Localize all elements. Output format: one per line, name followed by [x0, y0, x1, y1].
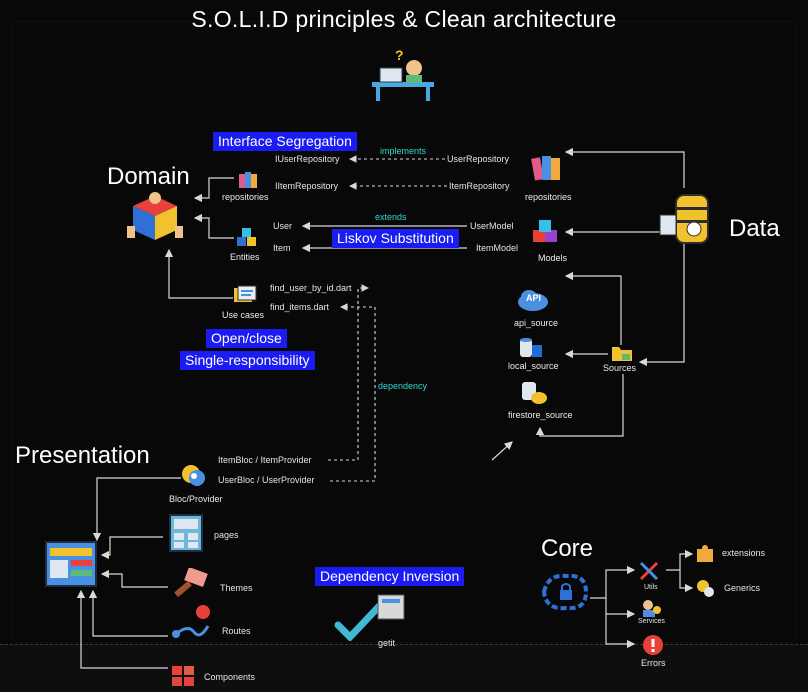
line-sources-firestore: [535, 374, 624, 437]
routes-label: Routes: [222, 626, 251, 636]
line-bloc-app: [92, 477, 181, 542]
line-routes-app: [88, 589, 168, 637]
developer-desk-icon: ?: [372, 47, 434, 101]
models-icon: [533, 220, 557, 242]
iuser-repository-label: IUserRepository: [275, 154, 340, 164]
line-itembloc-finduser: [328, 284, 370, 461]
relation-dependency: dependency: [378, 381, 428, 391]
item-repository-label: ItemRepository: [449, 181, 510, 191]
principle-open-close: Open/close: [206, 329, 287, 348]
line-domain-entities: [193, 213, 234, 239]
user-bloc-label: UserBloc / UserProvider: [218, 475, 315, 485]
line-utils-generics: [679, 570, 694, 593]
domain-layer-title: Domain: [107, 163, 190, 190]
routes-pin-icon: [172, 605, 210, 638]
app-screens-icon: [45, 541, 97, 587]
firestore-icon: [522, 382, 547, 404]
svg-text:?: ?: [395, 47, 404, 63]
use-cases-label: Use cases: [222, 310, 265, 320]
line-usecases-domain: [164, 248, 233, 299]
utils-label: Utils: [644, 584, 658, 591]
models-label: Models: [538, 253, 568, 263]
line-data-repositories: [564, 147, 685, 188]
user-model-label: UserModel: [470, 221, 514, 231]
domain-cube-icon: [127, 192, 183, 240]
presentation-layer-title: Presentation: [15, 442, 150, 469]
api-badge-text: API: [526, 293, 542, 303]
data-layer-title: Data: [729, 215, 780, 242]
pages-icon: [169, 514, 203, 552]
line-core-services: [605, 598, 636, 619]
bloc-provider-label: Bloc/Provider: [169, 494, 223, 504]
generics-label: Generics: [724, 583, 761, 593]
use-cases-icon: [234, 285, 257, 302]
line-core-errors: [605, 614, 636, 649]
domain-repositories-icon: [239, 172, 257, 188]
user-entity-label: User: [273, 221, 293, 231]
entities-icon: [237, 228, 256, 246]
line-sources-api: [564, 271, 622, 345]
domain-repositories-label: repositories: [222, 192, 269, 202]
line-domain-repositories: [193, 177, 234, 203]
core-layer-title: Core: [541, 535, 594, 562]
line-components-app: [76, 589, 168, 669]
data-server-icon: [659, 194, 709, 244]
services-label: Services: [638, 618, 665, 625]
line-data-sources: [638, 232, 685, 367]
entities-label: Entities: [230, 252, 260, 262]
principle-dependency-inversion: Dependency Inversion: [315, 567, 465, 586]
api-cloud-icon: [518, 290, 548, 311]
relation-extends: extends: [375, 212, 407, 222]
principle-single-responsibility: Single-responsibility: [180, 351, 315, 370]
bloc-provider-icon: [182, 465, 205, 486]
core-lock-icon: [541, 573, 589, 611]
extensions-puzzle-icon: [697, 545, 713, 562]
components-icon: [172, 666, 194, 686]
getit-label: getit: [378, 638, 396, 648]
line-diagonal-pointer: [491, 441, 513, 461]
item-entity-label: Item: [273, 243, 291, 253]
find-items-label: find_items.dart: [270, 302, 330, 312]
sources-folder-icon: [612, 347, 632, 361]
local-source-label: local_source: [508, 361, 559, 371]
line-userbloc-finditems: [330, 303, 376, 482]
generics-icon: [697, 580, 714, 597]
firestore-source-label: firestore_source: [508, 410, 573, 420]
diagram-title: S.O.L.I.D principles & Clean architectur…: [191, 6, 617, 32]
errors-icon: [643, 635, 663, 655]
errors-label: Errors: [641, 658, 666, 668]
sources-label: Sources: [603, 363, 637, 373]
utils-tools-icon: [639, 561, 659, 581]
principle-interface-segregation: Interface Segregation: [213, 132, 357, 151]
line-themes-app: [100, 569, 168, 588]
item-bloc-label: ItemBloc / ItemProvider: [218, 455, 312, 465]
data-repositories-label: repositories: [525, 192, 572, 202]
services-icon: [643, 600, 661, 617]
themes-label: Themes: [220, 583, 253, 593]
getit-check-icon: [334, 594, 405, 641]
data-repositories-icon: [531, 156, 560, 181]
principle-liskov: Liskov Substitution: [332, 229, 459, 248]
line-utils-extensions: [666, 549, 694, 571]
local-database-icon: [520, 338, 542, 357]
user-repository-label: UserRepository: [447, 154, 510, 164]
find-user-by-id-label: find_user_by_id.dart: [270, 283, 352, 293]
item-model-label: ItemModel: [476, 243, 519, 253]
extensions-label: extensions: [722, 548, 766, 558]
api-source-label: api_source: [514, 318, 559, 328]
themes-brush-icon: [174, 568, 208, 598]
relation-implements: implements: [380, 146, 427, 156]
iitem-repository-label: IItemRepository: [275, 181, 339, 191]
line-pages-app: [100, 536, 163, 560]
line-core-utils: [590, 565, 636, 599]
components-label: Components: [204, 672, 256, 682]
pages-label: pages: [214, 530, 239, 540]
